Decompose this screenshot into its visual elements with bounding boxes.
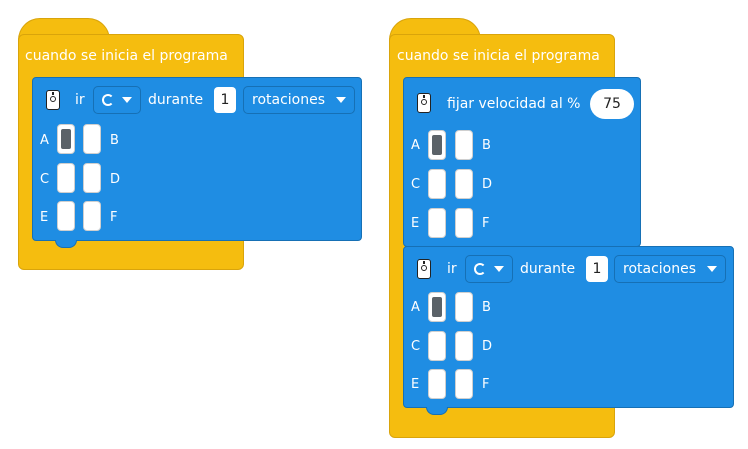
port-b-toggle[interactable] — [83, 124, 101, 154]
port-label-a: A — [411, 138, 420, 153]
port-label-c: C — [40, 172, 50, 187]
port-label-e: E — [411, 377, 420, 392]
port-label-d: D — [482, 177, 493, 192]
motor-hub-icon — [417, 259, 431, 279]
port-c-toggle[interactable] — [428, 331, 446, 361]
chevron-down-icon — [336, 97, 346, 103]
port-label-c: C — [411, 339, 421, 354]
rotate-clockwise-icon — [474, 263, 486, 275]
go-label: ir — [447, 261, 457, 277]
port-a-toggle[interactable] — [428, 292, 446, 322]
during-label: durante — [148, 92, 204, 108]
chevron-down-icon — [122, 97, 132, 103]
port-b-toggle[interactable] — [455, 130, 473, 160]
port-d-toggle[interactable] — [455, 331, 473, 361]
port-f-toggle[interactable] — [455, 369, 473, 399]
motor-hub-icon — [417, 93, 431, 113]
unit-dropdown-label: rotaciones — [623, 261, 697, 277]
port-label-b: B — [110, 133, 119, 148]
go-label: ir — [75, 92, 85, 108]
rotate-clockwise-icon — [102, 94, 114, 106]
unit-dropdown-label: rotaciones — [252, 92, 326, 108]
port-a-toggle[interactable] — [57, 124, 75, 154]
port-label-f: F — [110, 210, 118, 225]
speed-percent-input[interactable]: 75 — [590, 89, 634, 119]
set-speed-label: fijar velocidad al % — [447, 96, 581, 112]
port-a-toggle[interactable] — [428, 130, 446, 160]
port-f-toggle[interactable] — [455, 208, 473, 238]
port-label-a: A — [411, 300, 420, 315]
port-label-b: B — [482, 300, 491, 315]
motor-hub-icon — [46, 90, 60, 110]
port-b-toggle[interactable] — [455, 292, 473, 322]
port-c-toggle[interactable] — [57, 163, 75, 193]
direction-dropdown[interactable] — [465, 255, 513, 283]
rotations-value-input[interactable]: 1 — [214, 87, 236, 113]
port-label-a: A — [40, 133, 49, 148]
port-label-f: F — [482, 216, 490, 231]
direction-dropdown[interactable] — [93, 86, 141, 114]
chevron-down-icon — [707, 266, 717, 272]
port-e-toggle[interactable] — [57, 201, 75, 231]
port-e-toggle[interactable] — [428, 369, 446, 399]
rotations-value-input[interactable]: 1 — [586, 256, 608, 282]
port-label-e: E — [411, 216, 420, 231]
port-f-toggle[interactable] — [83, 201, 101, 231]
port-label-b: B — [482, 138, 491, 153]
port-d-toggle[interactable] — [455, 169, 473, 199]
port-label-d: D — [110, 172, 121, 187]
unit-dropdown[interactable]: rotaciones — [614, 255, 726, 283]
during-label: durante — [520, 261, 576, 277]
port-d-toggle[interactable] — [83, 163, 101, 193]
port-e-toggle[interactable] — [428, 208, 446, 238]
port-c-toggle[interactable] — [428, 169, 446, 199]
port-label-f: F — [482, 377, 490, 392]
event-label: cuando se inicia el programa — [25, 48, 228, 64]
port-label-d: D — [482, 339, 493, 354]
event-label: cuando se inicia el programa — [397, 48, 600, 64]
chevron-down-icon — [494, 266, 504, 272]
unit-dropdown[interactable]: rotaciones — [243, 86, 355, 114]
port-label-e: E — [40, 210, 49, 225]
port-label-c: C — [411, 177, 421, 192]
